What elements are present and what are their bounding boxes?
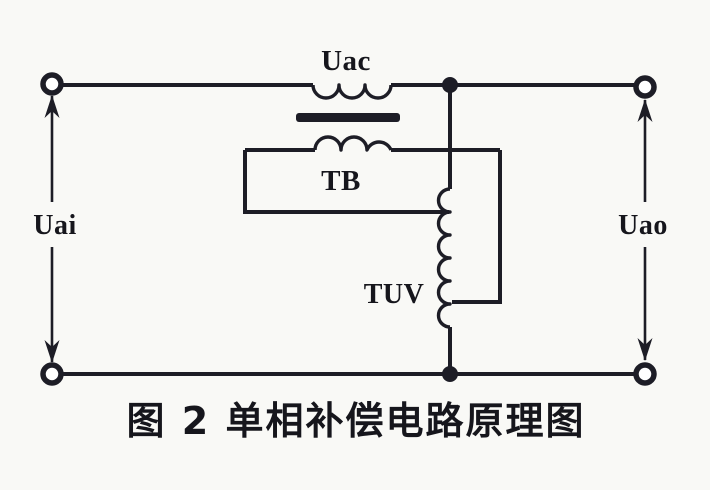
tuv-winding-coil bbox=[436, 187, 452, 329]
figure-caption: 图 2 单相补偿电路原理图 bbox=[127, 399, 586, 443]
uao-arrowhead-up bbox=[637, 99, 653, 122]
transformer-core-bar bbox=[296, 113, 400, 122]
label-uai: Uai bbox=[33, 210, 77, 241]
terminal-top-right bbox=[633, 75, 657, 99]
tb-left-tap-lead bbox=[243, 150, 449, 214]
top-junction-dot bbox=[442, 77, 458, 93]
tb-winding-coil bbox=[313, 135, 393, 152]
uao-arrowhead-down bbox=[637, 338, 653, 361]
terminal-bottom-left bbox=[40, 362, 64, 386]
label-uac: Uac bbox=[321, 45, 371, 77]
label-tuv: TUV bbox=[364, 279, 425, 310]
terminal-top-left bbox=[40, 72, 64, 96]
uai-arrowhead-up bbox=[44, 95, 60, 118]
bottom-junction-dot bbox=[442, 366, 458, 382]
terminal-bottom-right bbox=[633, 362, 657, 386]
uai-arrowhead-down bbox=[44, 340, 60, 363]
label-tb: TB bbox=[321, 165, 361, 197]
label-uao: Uao bbox=[618, 210, 668, 241]
uac-winding-coil bbox=[311, 83, 393, 100]
tb-right-tap-lead bbox=[452, 150, 502, 304]
